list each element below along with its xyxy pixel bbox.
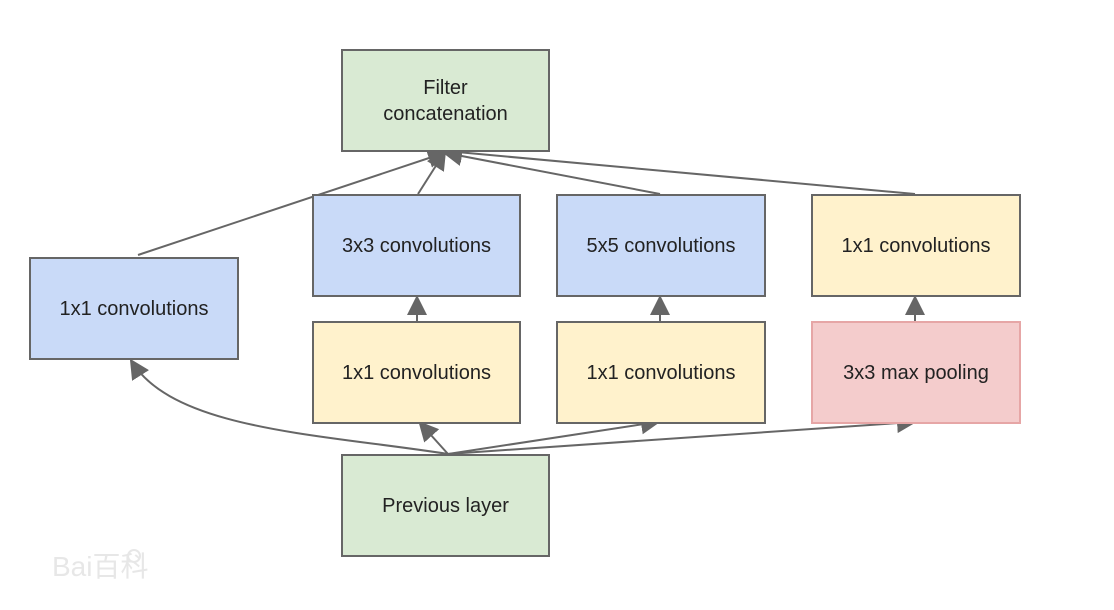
conv-3x3-node: 3x3 convolutions xyxy=(312,194,521,297)
conv-5x5-node: 5x5 convolutions xyxy=(556,194,766,297)
edge-1x1-left-to-concat xyxy=(137,148,448,256)
edge-prev-to-1x1-left xyxy=(129,358,449,455)
conv-1x1-right-top-label: 1x1 convolutions xyxy=(841,234,991,257)
edge-prev-to-maxpool xyxy=(447,413,917,455)
max-pooling-label: 3x3 max pooling xyxy=(843,361,989,384)
conv-1x1-before-3x3-node: 1x1 convolutions xyxy=(312,321,521,424)
conv-1x1-before-5x5-label: 1x1 convolutions xyxy=(586,361,736,384)
filter-concatenation-label: Filter concatenation xyxy=(383,76,508,125)
baidu-baike-watermark: Bai百科 xyxy=(52,549,148,582)
previous-layer-label: Previous layer xyxy=(382,494,509,517)
conv-1x1-before-5x5-node: 1x1 convolutions xyxy=(556,321,766,424)
conv-1x1-right-top-node: 1x1 convolutions xyxy=(811,194,1021,297)
previous-layer-node: Previous layer xyxy=(341,454,550,557)
edge-prev-to-1x1-5x5-branch xyxy=(447,414,661,455)
conv-1x1-before-3x3-label: 1x1 convolutions xyxy=(342,361,491,384)
edge-1x1-right-to-concat xyxy=(442,142,916,195)
edge-prev-to-1x1-3x3-branch xyxy=(418,421,449,455)
watermark-text: Bai百科 xyxy=(52,551,148,582)
watermark-paw-icon xyxy=(127,549,141,563)
conv-1x1-left-label: 1x1 convolutions xyxy=(59,297,209,320)
edges-to-filter-concatenation xyxy=(137,142,916,256)
conv-1x1-left-node: 1x1 convolutions xyxy=(29,257,239,360)
edge-5x5-to-concat xyxy=(442,146,661,195)
conv-3x3-label: 3x3 convolutions xyxy=(342,234,491,257)
edge-3x3-to-concat xyxy=(417,149,447,195)
internal-edges xyxy=(407,295,925,321)
max-pooling-node: 3x3 max pooling xyxy=(811,321,1021,424)
edges-from-previous-layer xyxy=(129,358,917,455)
filter-concatenation-node: Filter concatenation xyxy=(341,49,550,152)
conv-5x5-label: 5x5 convolutions xyxy=(586,234,736,257)
